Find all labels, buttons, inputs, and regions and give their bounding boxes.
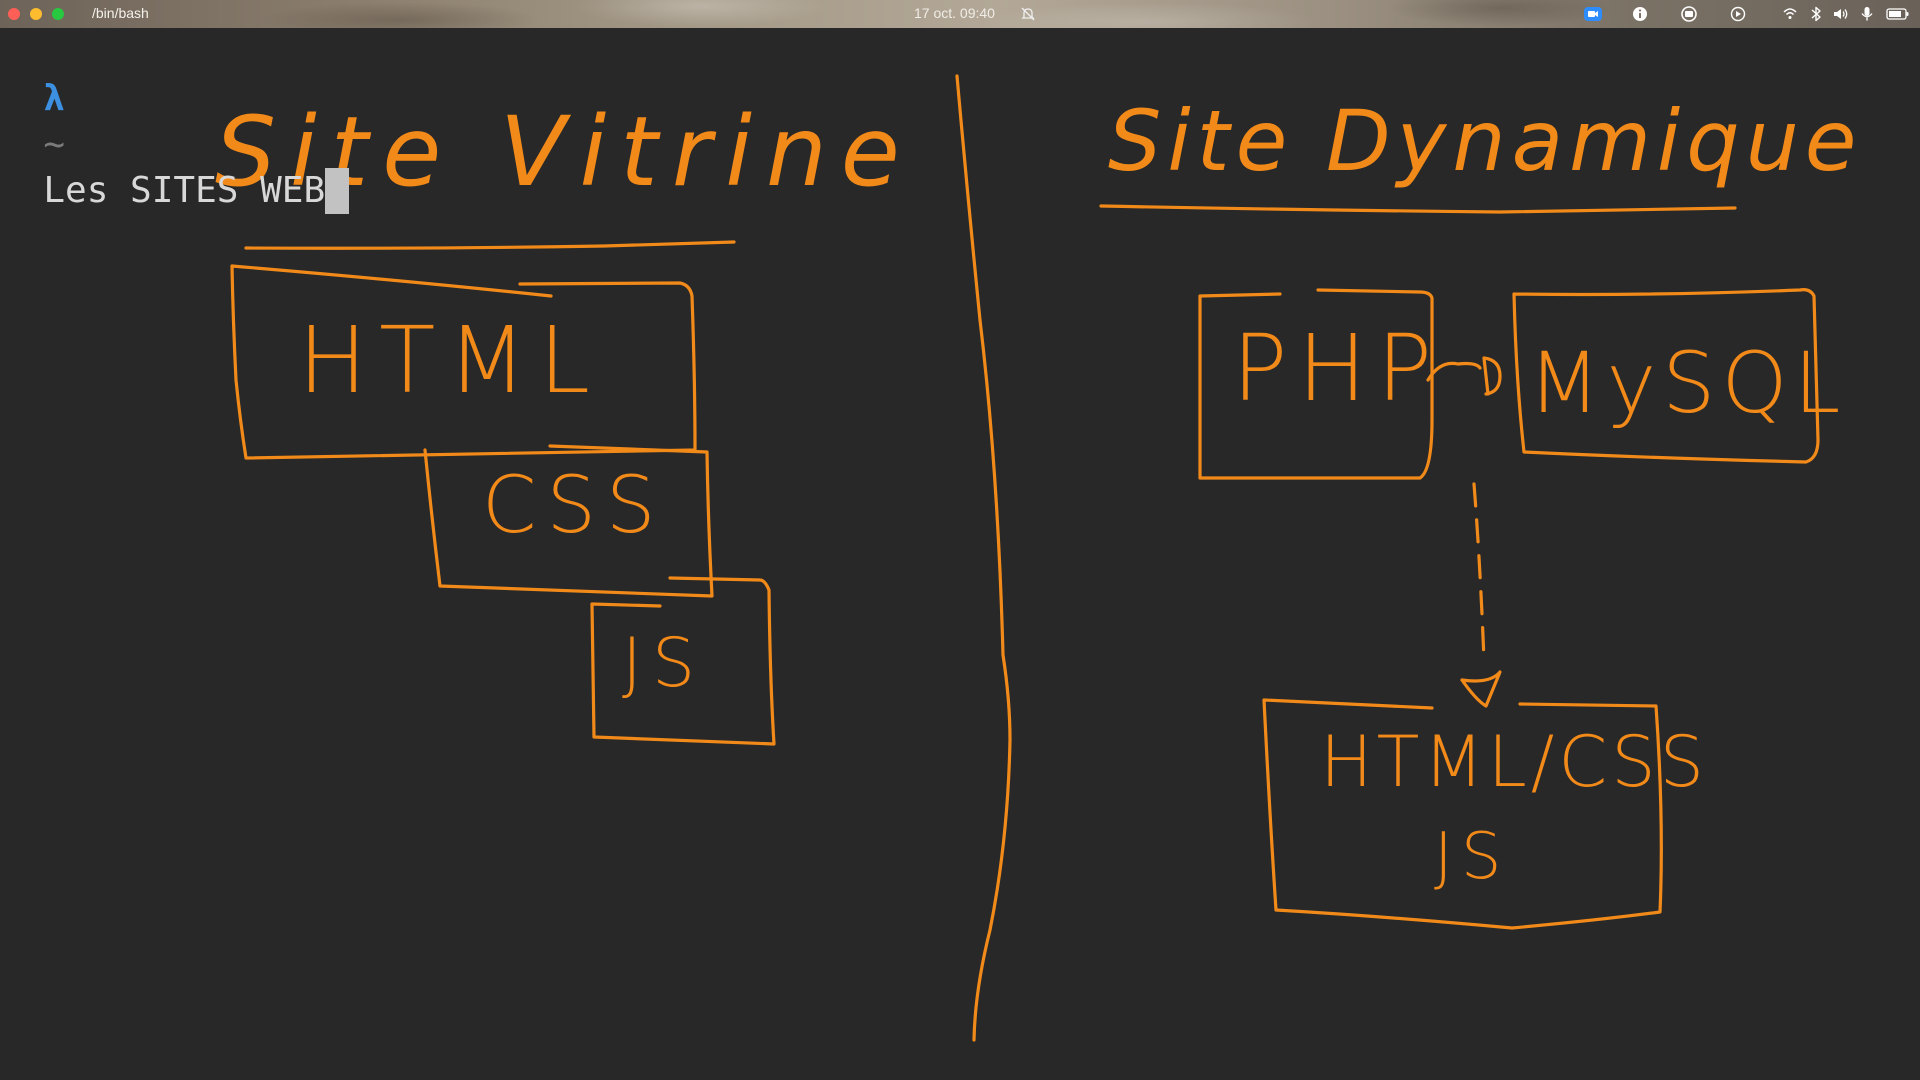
window-titlebar: /bin/bash 17 oct. 09:40 [0, 0, 1920, 28]
html-css-js-box [1262, 698, 1663, 930]
microphone-icon[interactable] [1860, 6, 1874, 22]
site-dynamique-heading: Site Dynamique [1108, 92, 1862, 190]
maximize-window-button[interactable] [52, 8, 64, 20]
volume-icon[interactable] [1832, 6, 1850, 22]
dashed-arrow-head [1460, 670, 1502, 708]
terminal-command-text: Les SITES WEB [43, 170, 326, 211]
prompt-cwd: ~ [43, 124, 66, 165]
wifi-icon[interactable] [1782, 6, 1798, 22]
php-mysql-arrow [1426, 356, 1502, 396]
battery-icon[interactable] [1886, 6, 1910, 22]
timer-icon[interactable] [1730, 6, 1746, 22]
info-icon[interactable] [1632, 6, 1648, 22]
dashed-arrow [1472, 482, 1486, 662]
site-dynamique-section: Site Dynamique PHP MySQL HTML/CSS JS [1099, 92, 1862, 930]
js-label: JS [1434, 820, 1510, 894]
css-box [423, 444, 714, 598]
js-box-label: JS [622, 624, 705, 703]
mysql-box-label: MySQL [1528, 334, 1846, 432]
php-box [1198, 288, 1434, 480]
html-box [230, 264, 697, 460]
menubar-clock[interactable]: 17 oct. 09:40 [914, 5, 995, 21]
screen-record-icon[interactable] [1680, 6, 1698, 22]
minimize-window-button[interactable] [30, 8, 42, 20]
window-title: /bin/bash [92, 5, 149, 21]
html-box-label: HTML [298, 307, 602, 414]
site-vitrine-underline [244, 240, 736, 250]
terminal-prompt[interactable]: λ ~ Les SITES WEB [0, 30, 350, 214]
html-css-box-label: HTML/CSS [1320, 721, 1708, 803]
terminal-cursor [325, 168, 350, 214]
zoom-icon[interactable] [1584, 6, 1602, 22]
notifications-off-icon[interactable] [1020, 6, 1036, 22]
js-box [590, 576, 776, 746]
bluetooth-icon[interactable] [1810, 6, 1822, 22]
php-box-label: PHP [1232, 315, 1442, 422]
center-divider [955, 74, 1012, 1042]
mysql-box [1512, 288, 1820, 464]
site-dynamique-underline [1099, 204, 1737, 214]
close-window-button[interactable] [8, 8, 20, 20]
prompt-lambda-symbol: λ [43, 78, 66, 119]
css-box-label: CSS [482, 461, 666, 551]
